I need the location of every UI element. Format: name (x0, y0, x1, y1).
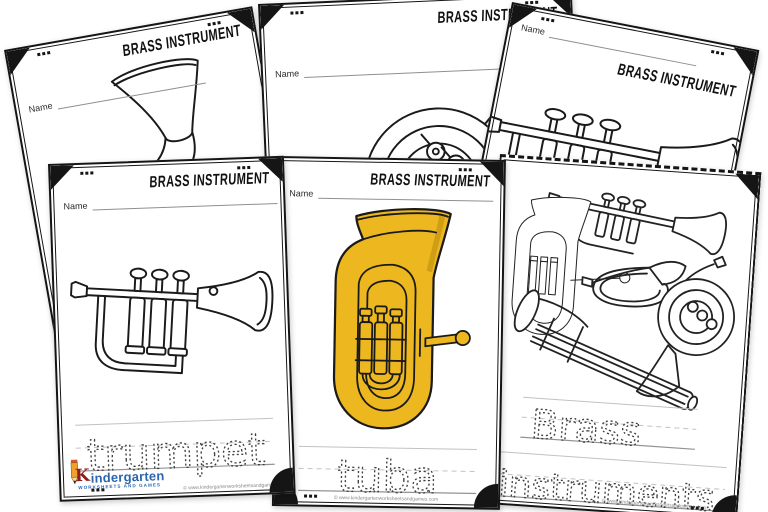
trumpet-trace-drawing (61, 234, 281, 417)
mini-trombone (513, 289, 699, 411)
logo-tagline: Worksheets and Games (78, 481, 162, 490)
name-label: Name (63, 200, 88, 212)
corner-ornament (6, 47, 34, 75)
name-blank-line (92, 194, 278, 211)
dots-ornament (237, 166, 241, 170)
brass-collection-drawing (490, 163, 755, 411)
mini-bugle (581, 260, 687, 308)
name-row: Name (289, 188, 494, 202)
dots-ornament (207, 22, 211, 27)
pencil-icon (70, 459, 79, 484)
page-header: BRASS INSTRUMENT (148, 168, 270, 192)
trace-word-brass: Brass (530, 402, 643, 456)
name-label: Name (274, 68, 300, 80)
name-label: Name (520, 22, 546, 37)
page-tuba: BRASS INSTRUMENT Name (271, 156, 506, 510)
dots-ornament (37, 52, 41, 57)
name-label: Name (27, 100, 54, 115)
dots-ornament (304, 494, 308, 498)
corner-ornament (50, 165, 75, 190)
page-header: BRASS INSTRUMENT (369, 169, 491, 191)
logo-k: K (74, 465, 91, 486)
dots-ornament (290, 11, 294, 15)
trace-word-tuba-text: tuba (337, 451, 438, 504)
dots-ornament (710, 49, 715, 54)
dots-ornament (690, 506, 694, 510)
name-row: Name (63, 194, 278, 212)
trace-words-brass-instruments: Brass instruments (486, 387, 733, 512)
trace-word-tuba: tuba (294, 440, 481, 505)
dots-ornament (80, 171, 84, 175)
trace-word-trumpet-text: trumpet (86, 425, 266, 482)
corner-ornament (729, 47, 757, 75)
name-row: Name (520, 22, 699, 67)
tuba-drawing (299, 204, 481, 449)
corner-ornament (260, 5, 285, 30)
dots-ornament (541, 16, 545, 21)
kindergarten-logo: K indergarten Worksheets and Games (68, 456, 165, 491)
page-brass-collection: Brass instruments © www.kindergartenwork… (475, 154, 762, 512)
page-header: BRASS INSTRUMENT (615, 59, 738, 101)
name-label: Name (289, 188, 314, 199)
name-blank-line (318, 188, 494, 202)
mini-french-horn (635, 255, 736, 398)
trace-word-trumpet: trumpet (73, 410, 279, 482)
dots-ornament (458, 168, 462, 172)
page-trumpet-trace: BRASS INSTRUMENT Name (48, 155, 296, 502)
